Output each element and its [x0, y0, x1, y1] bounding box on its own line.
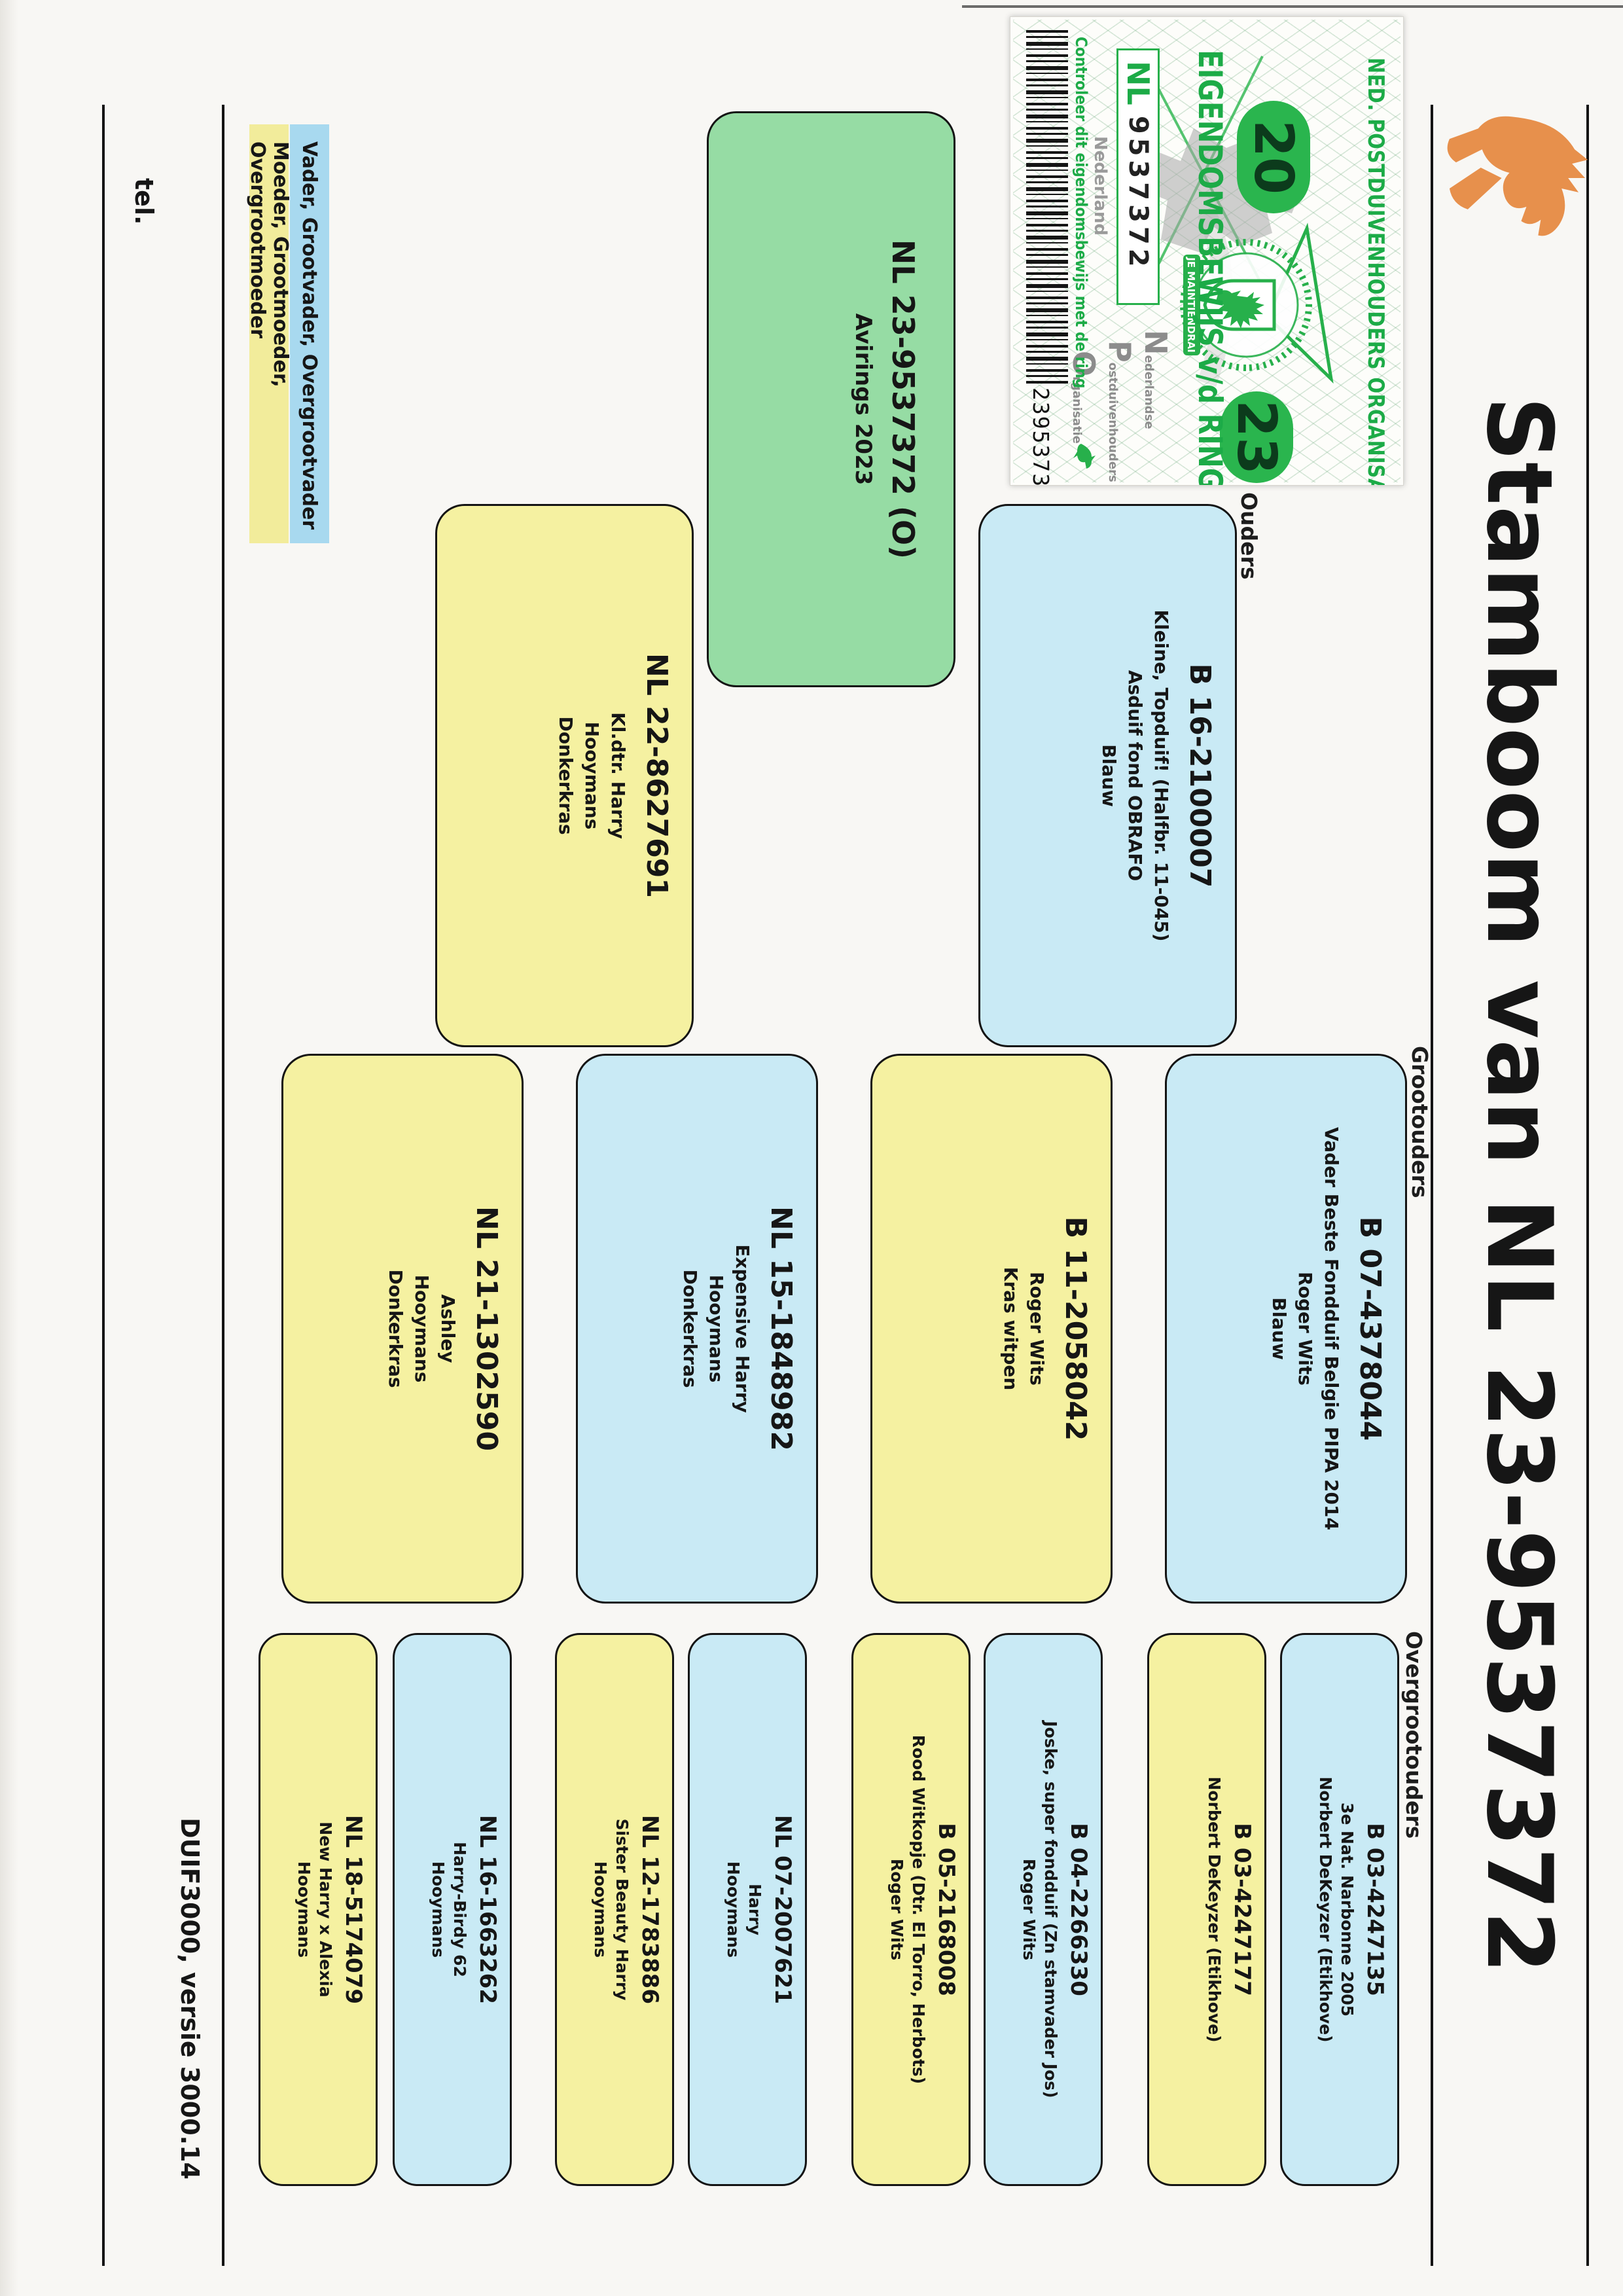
label-ouders: Ouders: [1236, 492, 1262, 580]
box-detail-line: Donkerkras: [555, 716, 577, 835]
sticker-year-23: 23: [1220, 391, 1293, 483]
software-version: DUIF3000, versie 3000.14: [175, 1818, 204, 2179]
legend-mother-strip: Moeder, Grootmoeder, Overgrootmoeder: [246, 124, 292, 543]
ring-number: B 05-2168008: [933, 1823, 959, 1996]
svg-text:JE MAINTIENDRAI: JE MAINTIENDRAI: [1185, 257, 1197, 353]
box-detail-line: Roger Wits: [1020, 1858, 1039, 1961]
country-name: Nederland: [1090, 136, 1110, 236]
box-detail-line: Norbert DeKeyzer (Etikhove): [1205, 1776, 1224, 2043]
box-detail-line: Sister Beauty Harry: [613, 1818, 632, 2001]
pedigree-box-grandparent: B 07-4378044 Vader Beste Fondduif Belgie…: [1165, 1054, 1407, 1604]
legend-father-strip: Vader, Grootvader, Overgrootvader: [290, 124, 329, 543]
pedigree-box-mother: NL 22-8627691 Kl.dtr. Harry Hooymans Don…: [435, 504, 694, 1047]
sticker-organisation-line: NED. POSTDUIVENHOUDERS ORGANISATIE.: [1363, 58, 1389, 486]
box-detail-line: Hooymans: [411, 1274, 433, 1383]
sticker-title: EIGENDOMSBEWIJS v/d RING: [1191, 50, 1229, 486]
box-detail-line: New Harry x Alexia: [316, 1821, 335, 1998]
box-detail-line: Norbert DeKeyzer (Etikhove): [1316, 1776, 1335, 2043]
pedigree-box-great-grandparent: NL 18-5174079 New Harry x Alexia Hooyman…: [259, 1633, 378, 2186]
ring-number: NL 15-1848982: [764, 1206, 798, 1451]
ring-number: NL 21-1302590: [470, 1206, 503, 1451]
box-detail-line: Ashley: [437, 1294, 459, 1363]
box-detail-line: Rood Witkopje (Dtr. El Torro, Herbots): [909, 1734, 928, 2085]
barcode: [1026, 30, 1068, 384]
pedigree-box-grandparent: NL 15-1848982 Expensive Harry Hooymans D…: [576, 1054, 818, 1604]
label-grootouders: Grootouders: [1407, 1046, 1433, 1198]
legend-mother-text: Moeder, Grootmoeder, Overgrootmoeder: [246, 141, 292, 387]
pedigree-box-great-grandparent: B 05-2168008 Rood Witkopje (Dtr. El Torr…: [851, 1633, 971, 2186]
ring-number: B 11-2058042: [1059, 1216, 1092, 1441]
pedigree-box-great-grandparent: NL 16-1663262 Harry-Birdy 62 Hooymans: [393, 1633, 512, 2186]
box-detail-line: Harry-Birdy 62: [450, 1842, 469, 1977]
ring-number: NL 18-5174079: [340, 1815, 366, 2004]
box-detail-line: Harry: [745, 1884, 764, 1935]
tel-label: tel.: [130, 178, 158, 225]
small-green-pigeon-icon: [1073, 444, 1096, 469]
pedigree-box-great-grandparent: NL 07-2007621 Harry Hooymans: [688, 1633, 807, 2186]
box-detail-line: Roger Wits: [1294, 1272, 1316, 1386]
paper-edge-fade: [0, 0, 18, 2296]
ring-number-box: NL 9537372: [1116, 48, 1160, 305]
box-detail-line: Vader Beste Fondduif Belgie PIPA 2014: [1321, 1127, 1342, 1530]
ring-number: NL 16-1663262: [474, 1815, 501, 2004]
box-detail-line: Hooymans: [724, 1861, 743, 1958]
ring-number: NL 23-9537372 (O): [885, 239, 921, 560]
page-title: Stamboom van NL 23-9537372: [1467, 396, 1572, 1975]
npo-word-n: ederlandse: [1142, 355, 1156, 429]
box-detail-line: Hooymans: [591, 1861, 610, 1958]
npo-letter-n: N: [1138, 330, 1173, 355]
box-detail-line: Asduif fond OBRAFO: [1124, 670, 1146, 882]
pedigree-box-grandparent: NL 21-1302590 Ashley Hooymans Donkerkras: [281, 1054, 524, 1604]
header-rule-top: [1586, 105, 1589, 2266]
box-detail-line: Roger Wits: [887, 1858, 906, 1961]
box-detail-line: Expensive Harry: [732, 1244, 753, 1413]
barcode-number: 239537372: [1028, 387, 1054, 486]
box-detail-line: Hooymans: [705, 1274, 727, 1383]
country-code: NL: [1120, 61, 1156, 105]
box-detail-line: Kras witpen: [1000, 1266, 1022, 1391]
ring-number: B 16-2100007: [1183, 663, 1217, 888]
ring-number: NL 22-8627691: [640, 653, 673, 898]
box-detail-line: Blauw: [1098, 744, 1120, 807]
sticker-year-20: 20: [1237, 101, 1310, 213]
box-detail-line: Hooymans: [294, 1861, 313, 1958]
ring-number: B 03-4247135: [1362, 1823, 1388, 1996]
ring-number: 9537372: [1123, 115, 1153, 271]
box-detail-line: Donkerkras: [385, 1269, 406, 1388]
box-detail-line: Kleine, Topduif! (Halfbr. 11-045): [1150, 609, 1172, 942]
ring-number: B 04-2266330: [1065, 1823, 1092, 1996]
box-detail-line: Roger Wits: [1026, 1272, 1048, 1386]
pedigree-box-grandparent: B 11-2058042 Roger Wits Kras witpen: [870, 1054, 1113, 1604]
ring-number: NL 12-1783886: [637, 1815, 663, 2004]
legend-father-text: Vader, Grootvader, Overgrootvader: [298, 141, 321, 530]
npo-word-p: ostduivenhouders: [1106, 362, 1120, 482]
box-detail-line: Avirings 2023: [850, 313, 876, 486]
npo-lion-emblem: JE MAINTIENDRAI: [1180, 223, 1334, 384]
ring-number: NL 07-2007621: [770, 1815, 796, 2004]
box-detail-line: Hooymans: [581, 721, 603, 830]
ownership-sticker: NED. POSTDUIVENHOUDERS ORGANISATIE. 20 2…: [1010, 16, 1404, 486]
footer-rule-bottom: [102, 105, 105, 2266]
pedigree-box-father: B 16-2100007 Kleine, Topduif! (Halfbr. 1…: [978, 504, 1237, 1047]
pedigree-box-great-grandparent: B 03-4247135 3e Nat. Narbonne 2005 Norbe…: [1280, 1633, 1399, 2186]
ring-number: B 03-4247177: [1229, 1823, 1255, 1996]
box-detail-line: Blauw: [1268, 1297, 1290, 1360]
box-detail-line: 3e Nat. Narbonne 2005: [1338, 1802, 1357, 2017]
box-detail-line: Kl.dtr. Harry: [607, 712, 629, 839]
ring-number: B 07-4378044: [1353, 1216, 1387, 1441]
box-detail-line: Hooymans: [429, 1861, 448, 1958]
pedigree-box-great-grandparent: B 04-2266330 Joske, super fondduif (Zn s…: [984, 1633, 1103, 2186]
box-detail-line: Donkerkras: [679, 1269, 701, 1388]
paper-edge-shadow: [962, 5, 1623, 8]
sticker-check-line: Controleer dit eigendomsbewijs met de ri…: [1072, 37, 1090, 389]
pigeon-logo-icon: [1436, 110, 1590, 254]
box-detail-line: Joske, super fondduif (Zn stamvader Jos): [1041, 1721, 1060, 2098]
footer-rule-top: [222, 105, 224, 2266]
pedigree-box-great-grandparent: NL 12-1783886 Sister Beauty Harry Hooyma…: [555, 1633, 674, 2186]
npo-letter-p: P: [1102, 340, 1137, 363]
pedigree-box-subject: NL 23-9537372 (O) Avirings 2023: [707, 111, 955, 687]
pedigree-box-great-grandparent: B 03-4247177 Norbert DeKeyzer (Etikhove): [1147, 1633, 1266, 2186]
label-overgrootouders: Overgrootouders: [1401, 1631, 1427, 1839]
